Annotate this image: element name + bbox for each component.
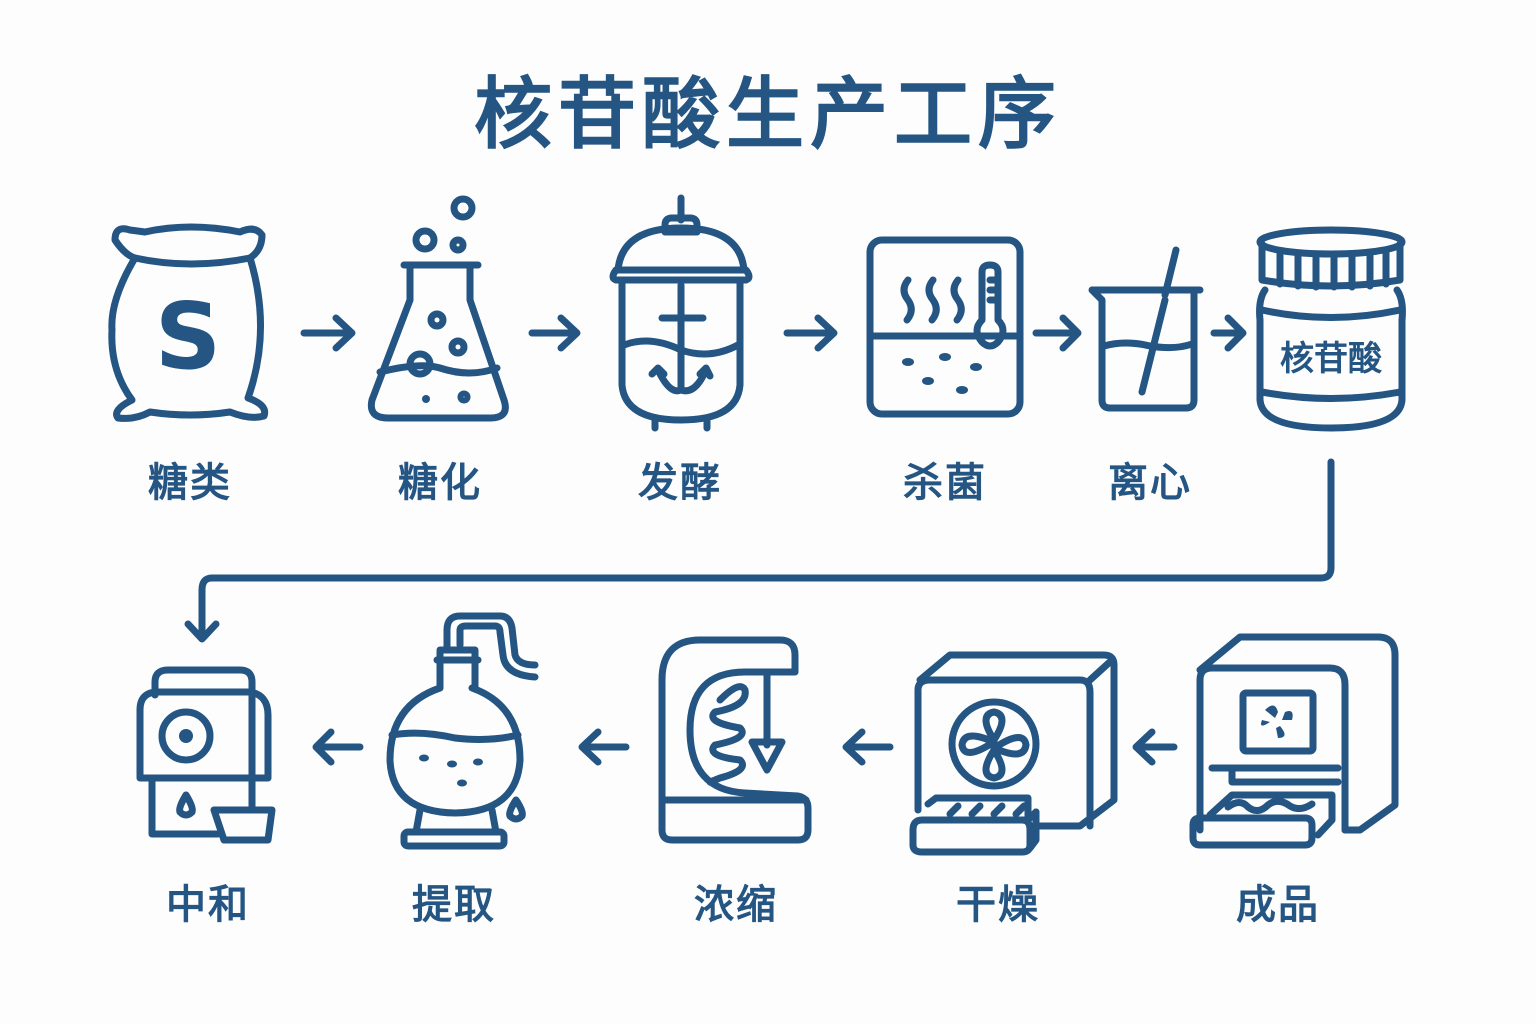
arrow-left-icon: [312, 728, 364, 766]
step-label-sterilization: 杀菌: [903, 460, 987, 506]
beaker-icon: [1088, 246, 1204, 412]
neutralizer-icon: [136, 666, 276, 844]
step-label-saccharification: 糖化: [398, 460, 482, 506]
distillation-flask-icon: [386, 612, 539, 850]
diagram-title: 核苷酸生产工序: [473, 70, 1062, 160]
step-label-concentration: 浓缩: [694, 882, 778, 928]
concentrator-icon: [658, 636, 812, 844]
arrow-right-icon: [528, 314, 581, 352]
step-label-drying: 干燥: [956, 882, 1040, 928]
step-label-centrifuge: 离心: [1108, 460, 1192, 506]
step-label-extraction: 提取: [412, 882, 496, 928]
finished-product-machine-icon: [1189, 633, 1399, 849]
sack-s-letter: S: [155, 283, 221, 390]
jar-icon: 核苷酸: [1256, 226, 1406, 432]
arrow-left-icon: [842, 728, 894, 766]
arrow-left-icon: [578, 728, 630, 766]
connector-arrow: [184, 458, 1335, 643]
arrow-right-icon: [1210, 314, 1247, 352]
arrow-right-icon: [783, 314, 838, 352]
arrow-right-icon: [300, 314, 356, 352]
jar-label-text: 核苷酸: [1280, 339, 1383, 379]
arrow-left-icon: [1132, 728, 1178, 766]
arrow-right-icon: [1032, 314, 1082, 352]
step-label-fermentation: 发酵: [638, 460, 722, 506]
fermenter-icon: [609, 194, 753, 432]
flask-icon: [367, 195, 509, 422]
step-label-sugar: 糖类: [148, 460, 232, 506]
sterilizer-icon: [866, 236, 1024, 418]
dryer-icon: [909, 651, 1118, 856]
step-label-neutralization: 中和: [166, 882, 250, 928]
step-label-finished-product: 成品: [1236, 882, 1320, 928]
sugar-sack-icon: S: [108, 223, 269, 422]
